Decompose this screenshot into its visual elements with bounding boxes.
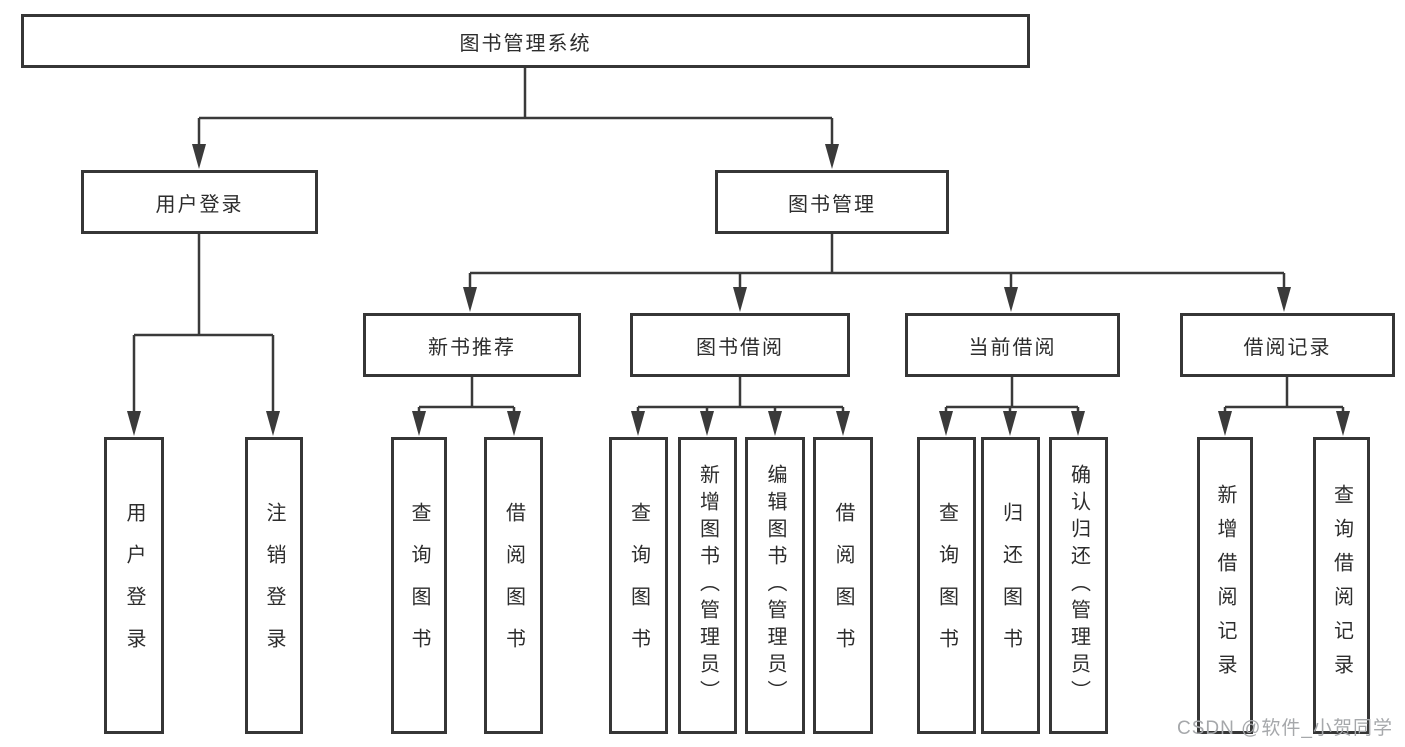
- leaf-user-login: 用户登录: [104, 437, 164, 734]
- node-label: 查询图书: [408, 501, 430, 670]
- leaf-add-book-admin: 新增图书（管理员）: [678, 437, 737, 734]
- node-label: 图书管理: [788, 193, 876, 216]
- node-label: 确认归还（管理员）: [1067, 464, 1090, 707]
- leaf-edit-book-admin: 编辑图书（管理员）: [745, 437, 805, 734]
- node-new-book-recommend: 新书推荐: [363, 313, 581, 377]
- leaf-logout: 注销登录: [245, 437, 303, 734]
- connector-borrow-records-to-leaves: [1218, 377, 1350, 436]
- node-label: 查询借阅记录: [1330, 483, 1353, 688]
- node-label: 查询图书: [627, 501, 650, 670]
- leaf-query-books-borrow: 查询图书: [609, 437, 668, 734]
- node-label: 查询图书: [935, 501, 958, 670]
- root-node-system: 图书管理系统: [21, 14, 1030, 68]
- node-label: 图书管理系统: [459, 32, 592, 55]
- node-label: 新增图书（管理员）: [696, 464, 719, 707]
- leaf-return-books: 归还图书: [981, 437, 1040, 734]
- node-current-borrow: 当前借阅: [905, 313, 1120, 377]
- node-label: 编辑图书（管理员）: [764, 464, 786, 707]
- leaf-query-borrow-record: 查询借阅记录: [1313, 437, 1370, 734]
- node-label: 图书借阅: [696, 336, 784, 359]
- connector-current-borrow-to-leaves: [939, 377, 1085, 436]
- leaf-borrow-books-recommend: 借阅图书: [484, 437, 543, 734]
- csdn-watermark: CSDN @软件_小贺同学: [1177, 718, 1393, 739]
- connector-root-to-level2: [192, 68, 839, 169]
- leaf-add-borrow-record: 新增借阅记录: [1197, 437, 1253, 734]
- leaf-confirm-return-admin: 确认归还（管理员）: [1049, 437, 1108, 734]
- leaf-query-books-current: 查询图书: [917, 437, 976, 734]
- node-label: 借阅记录: [1243, 336, 1332, 359]
- node-label: 注销登录: [263, 501, 285, 670]
- connector-book-management-to-level3: [463, 234, 1291, 312]
- node-label: 归还图书: [999, 501, 1022, 670]
- node-user-login: 用户登录: [81, 170, 318, 234]
- node-book-borrow: 图书借阅: [630, 313, 850, 377]
- node-label: 新书推荐: [428, 336, 516, 359]
- leaf-query-books-recommend: 查询图书: [391, 437, 447, 734]
- connector-user-login-to-leaves: [127, 234, 280, 436]
- connector-new-book-to-leaves: [412, 377, 521, 436]
- node-book-management: 图书管理: [715, 170, 949, 234]
- node-label: 新增借阅记录: [1214, 483, 1236, 688]
- node-label: 借阅图书: [502, 501, 525, 670]
- connector-book-borrow-to-leaves: [631, 377, 850, 436]
- node-label: 当前借阅: [968, 336, 1057, 359]
- node-label: 用户登录: [155, 193, 244, 216]
- leaf-borrow-books: 借阅图书: [813, 437, 873, 734]
- node-label: 借阅图书: [832, 501, 854, 670]
- node-label: 用户登录: [123, 501, 145, 670]
- node-borrow-records: 借阅记录: [1180, 313, 1395, 377]
